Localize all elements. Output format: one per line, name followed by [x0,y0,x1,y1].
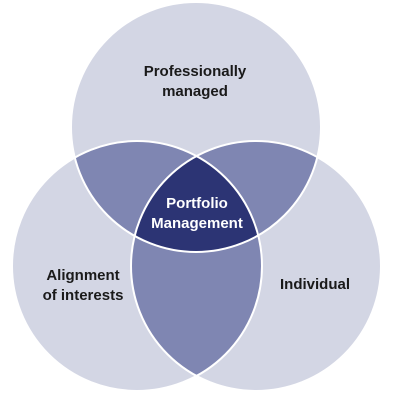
label-professionally-managed: Professionally managed [143,63,247,100]
label-individual: Individual [279,276,350,293]
label-alignment-of-interests: Alignment of interests [42,267,124,304]
circle-left-outline [11,140,263,392]
circle-top-outline [70,1,322,253]
overlap-center [131,141,262,252]
label-portfolio-management: Portfolio Management [151,195,243,232]
circle-right-outline [130,140,382,392]
